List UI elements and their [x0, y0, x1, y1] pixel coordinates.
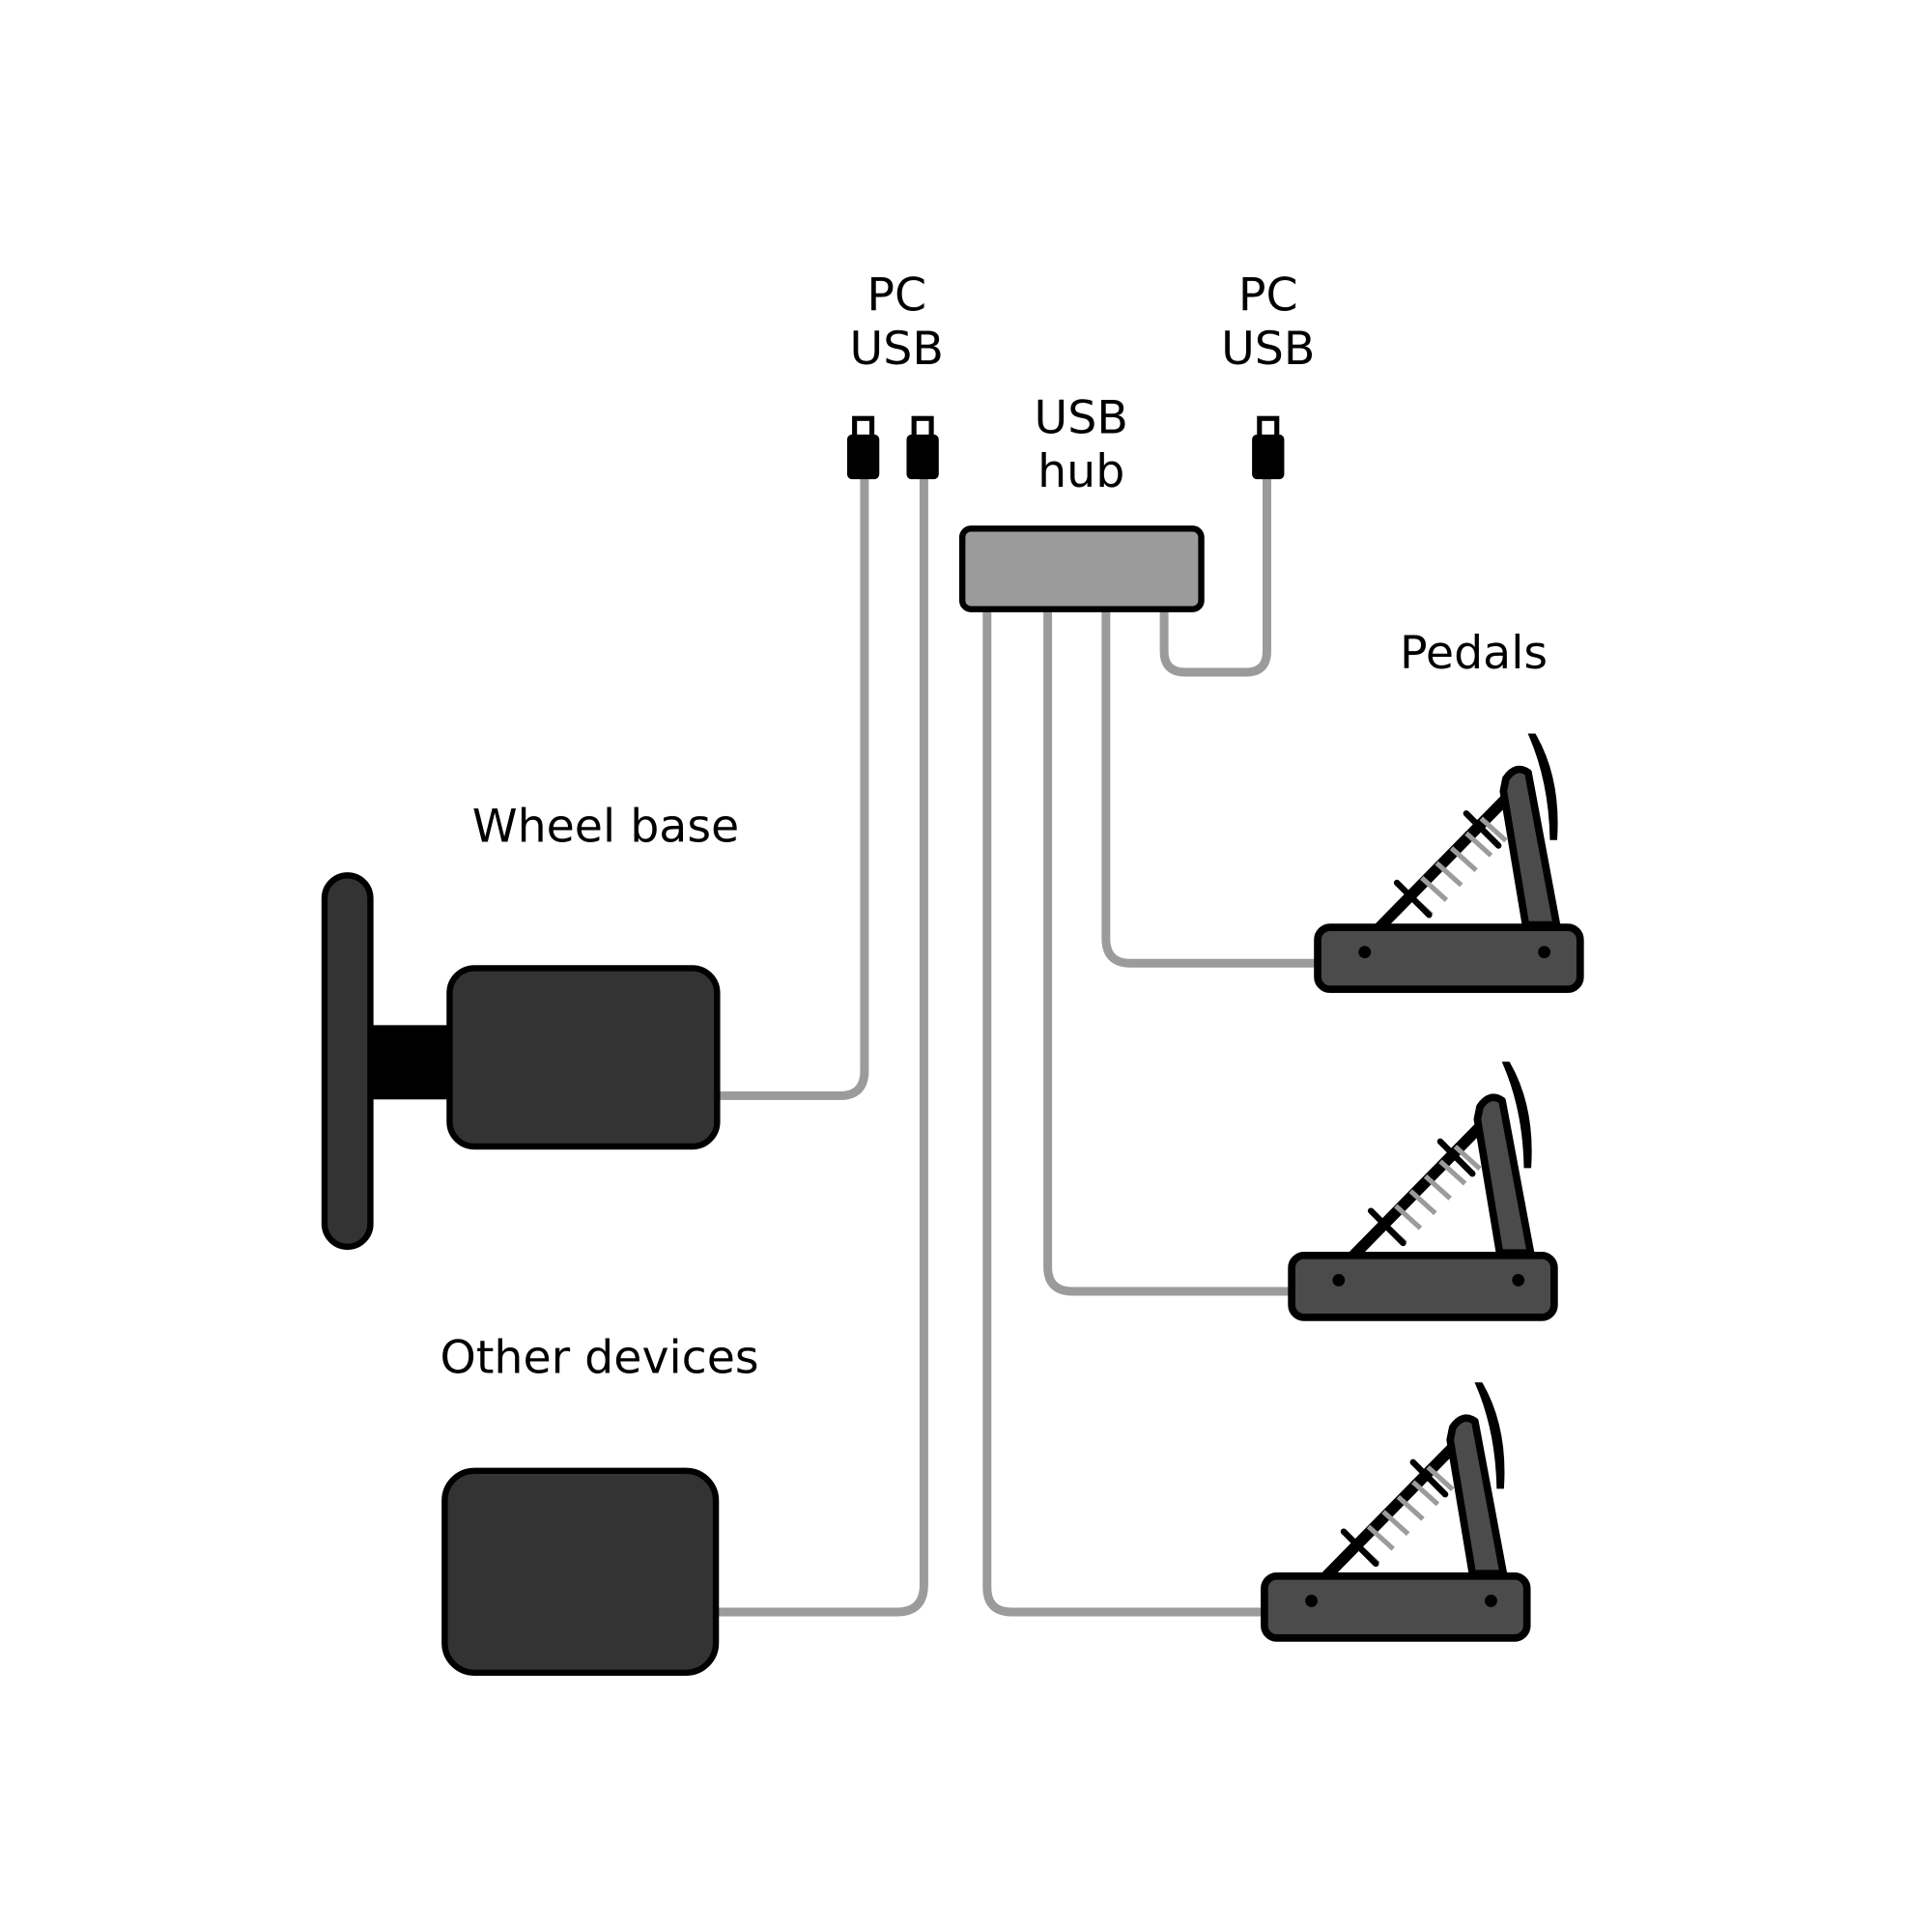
pedal-icon: [1292, 1063, 1554, 1317]
wheel-base-label: Wheel base: [472, 801, 739, 854]
steering-wheel-icon: [321, 872, 374, 1251]
pc-usb-left-label-line2: USB: [850, 323, 944, 376]
pedals-label: Pedals: [1400, 627, 1548, 680]
cable-pedal-3-to-hub: [982, 608, 1266, 1617]
wheel-base-box: [446, 965, 721, 1150]
usb-connector-icon: [847, 418, 879, 479]
cable-wheel-base-to-pc: [718, 476, 869, 1100]
other-devices-label: Other devices: [440, 1332, 759, 1385]
usb-hub-box: [958, 525, 1205, 612]
cable-pedal-1-to-hub: [1101, 608, 1320, 968]
pc-usb-right-label-line1: PC: [1238, 269, 1298, 323]
pc-usb-left-label-line1: PC: [867, 269, 926, 323]
usb-hub-label-line2: hub: [1037, 445, 1124, 498]
pedal-icon: [1318, 735, 1580, 989]
usb-connector-icon: [1252, 418, 1284, 479]
cable-other-devices-to-pc: [716, 476, 928, 1617]
cable-hub-to-pc: [1159, 476, 1271, 677]
pc-usb-right-label-line2: USB: [1221, 323, 1315, 376]
other-devices-box: [441, 1467, 720, 1676]
cable-pedal-2-to-hub: [1043, 608, 1293, 1296]
pedal-icon: [1264, 1384, 1527, 1638]
usb-connector-icon: [906, 418, 938, 479]
wheel-base-device: [321, 872, 721, 1251]
wheel-shaft: [366, 1025, 454, 1100]
usb-hub-label-line1: USB: [1035, 392, 1128, 445]
